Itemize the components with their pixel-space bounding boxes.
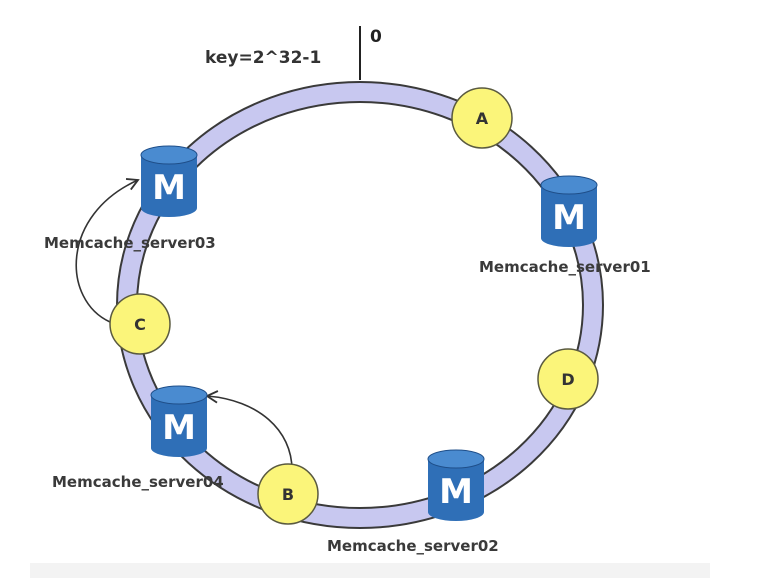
server04-label: Memcache_server04: [52, 473, 224, 491]
svg-text:M: M: [439, 472, 473, 512]
footer-bar: [30, 563, 710, 578]
server02-label: Memcache_server02: [327, 537, 499, 555]
svg-text:M: M: [552, 198, 586, 238]
server01-label: Memcache_server01: [479, 258, 651, 276]
node-c: C: [109, 293, 171, 355]
svg-text:M: M: [162, 408, 196, 448]
svg-text:M: M: [152, 168, 186, 208]
node-a: A: [451, 87, 513, 149]
zero-label: 0: [370, 27, 382, 47]
arrow-b-to-server04: [205, 390, 293, 471]
svg-text:B: B: [282, 485, 294, 504]
svg-text:A: A: [476, 109, 489, 128]
server03-database-icon: M: [140, 145, 198, 217]
key-range-label: key=2^32-1: [205, 48, 321, 68]
svg-text:C: C: [134, 315, 146, 334]
server01-database-icon: M: [540, 175, 598, 247]
arrow-c-to-server03: [75, 178, 140, 323]
server02-database-icon: M: [427, 449, 485, 521]
svg-text:D: D: [561, 370, 574, 389]
node-d: D: [537, 348, 599, 410]
server03-label: Memcache_server03: [44, 234, 216, 252]
node-b: B: [257, 463, 319, 525]
server04-database-icon: M: [150, 385, 208, 457]
